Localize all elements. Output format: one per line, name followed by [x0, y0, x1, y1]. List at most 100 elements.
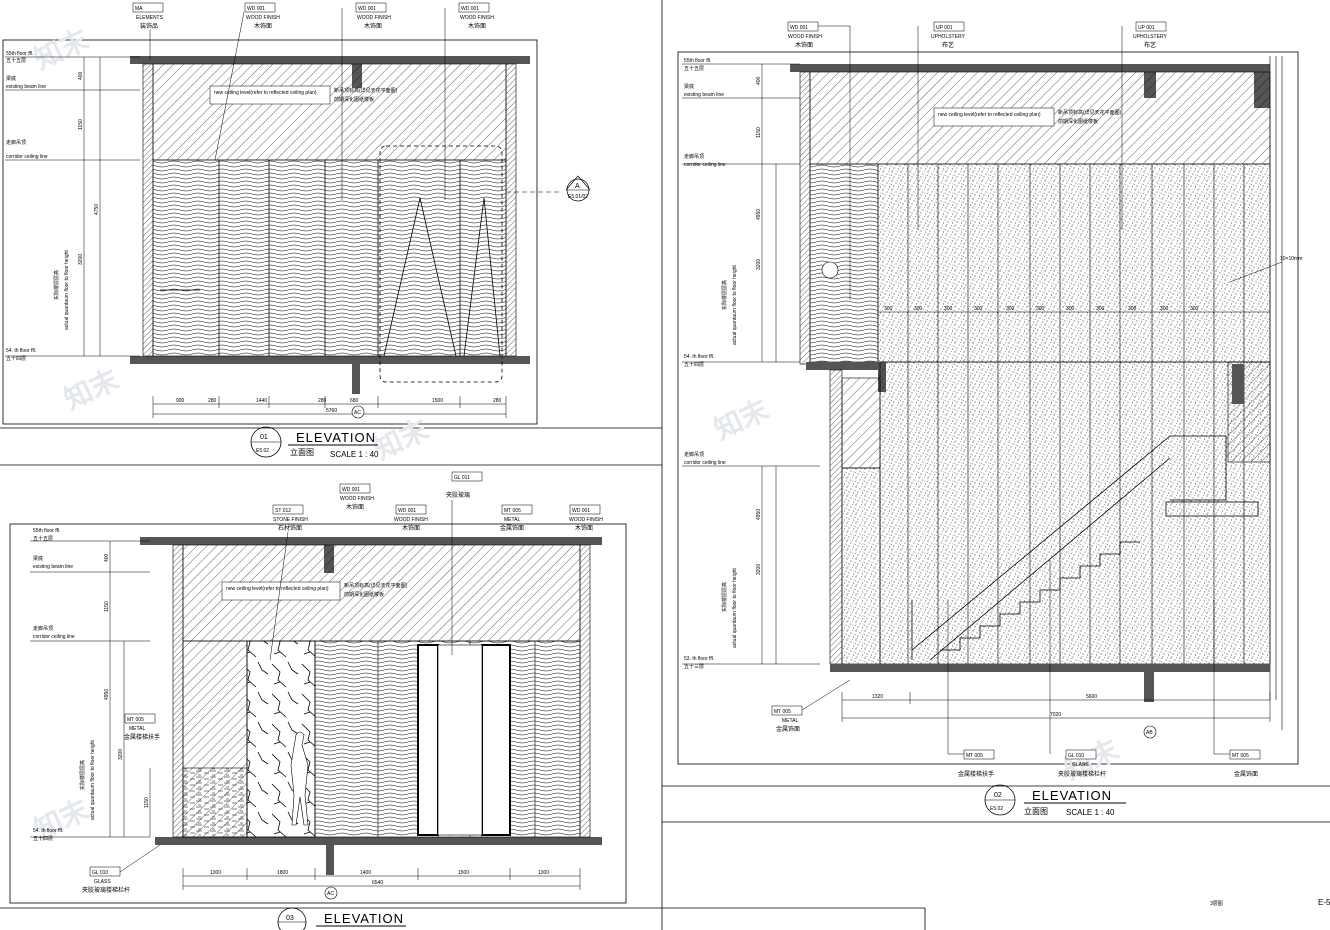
svg-text:布艺: 布艺 — [942, 41, 954, 49]
svg-text:280: 280 — [318, 398, 327, 404]
svg-text:走廊吊顶: 走廊吊顶 — [684, 153, 704, 160]
tag-glass: GL 011 夹胶玻璃 — [446, 471, 483, 655]
svg-text:前期深化图纸楼板: 前期深化图纸楼板 — [1058, 118, 1098, 125]
svg-text:五十三层: 五十三层 — [684, 663, 704, 670]
svg-text:1150: 1150 — [756, 127, 762, 138]
svg-text:ELEVATION: ELEVATION — [296, 430, 376, 445]
svg-text:MA: MA — [135, 6, 143, 12]
svg-text:1320: 1320 — [872, 694, 883, 700]
svg-text:corridor ceiling line: corridor ceiling line — [684, 460, 726, 466]
svg-text:1300: 1300 — [538, 870, 549, 876]
svg-text:WD 001: WD 001 — [358, 6, 376, 12]
svg-text:4950: 4950 — [104, 689, 110, 700]
svg-text:WOOD FINISH: WOOD FINISH — [246, 15, 280, 21]
svg-text:木饰面: 木饰面 — [346, 503, 364, 511]
svg-text:actual quantaum floor to floor: actual quantaum floor to floor height — [732, 568, 738, 648]
svg-text:1150: 1150 — [144, 797, 150, 808]
level-labels-01: 55th floor ffl. 五十五层 梁底 existing beam li… — [5, 51, 140, 362]
svg-text:900: 900 — [176, 398, 185, 404]
svg-text:UP 001: UP 001 — [936, 25, 953, 31]
svg-text:金属饰面: 金属饰面 — [1234, 770, 1258, 778]
svg-text:54. th floor ffl.: 54. th floor ffl. — [684, 354, 714, 360]
svg-text:WOOD FINISH: WOOD FINISH — [394, 517, 428, 523]
svg-text:走廊吊顶: 走廊吊顶 — [6, 139, 26, 146]
svg-text:4950: 4950 — [756, 209, 762, 220]
tag-wood-02: WD 001 WOOD FINISH 木饰面 — [787, 21, 851, 300]
level-labels-02: 55th floor ffl. 五十五层 梁底 existing beam li… — [682, 58, 820, 670]
svg-text:木饰面: 木饰面 — [575, 524, 593, 532]
svg-text:1500: 1500 — [458, 870, 469, 876]
svg-text:五十五层: 五十五层 — [33, 535, 53, 542]
svg-text:ELEVATION: ELEVATION — [324, 911, 404, 926]
svg-text:金属楼梯扶手: 金属楼梯扶手 — [124, 733, 160, 741]
tag-metal-handrail-02: MT 005 金属楼梯扶手 — [947, 600, 995, 778]
svg-text:MT 005: MT 005 — [774, 709, 791, 715]
svg-text:WOOD FINISH: WOOD FINISH — [788, 34, 822, 40]
svg-text:400: 400 — [78, 71, 84, 80]
svg-text:10×10mm: 10×10mm — [1280, 256, 1302, 262]
tag-metal-03: MT 005 METAL 金属饰面 — [500, 504, 533, 532]
svg-text:03: 03 — [286, 915, 294, 922]
svg-text:5760: 5760 — [326, 408, 337, 414]
svg-text:木饰面: 木饰面 — [254, 22, 272, 30]
svg-text:五十四层: 五十四层 — [33, 835, 53, 842]
svg-text:MT 005: MT 005 — [1232, 753, 1249, 759]
svg-text:AC: AC — [327, 891, 334, 897]
svg-text:400: 400 — [756, 76, 762, 85]
svg-text:01: 01 — [260, 434, 268, 441]
svg-text:ELEMENTS: ELEMENTS — [136, 15, 164, 21]
svg-text:走廊吊顶: 走廊吊顶 — [684, 451, 704, 458]
svg-text:WD 001: WD 001 — [398, 508, 416, 514]
elevation-02-title: 02 E5.02 ELEVATION 立面图 SCALE 1 : 40 — [984, 784, 1126, 817]
section-marker-a[interactable]: A E5.01/02 — [506, 175, 591, 202]
svg-text:300: 300 — [1036, 306, 1045, 312]
svg-text:300: 300 — [1066, 306, 1075, 312]
svg-text:E5.02: E5.02 — [990, 806, 1003, 812]
svg-text:existing beam line: existing beam line — [6, 84, 46, 90]
svg-text:五十四层: 五十四层 — [6, 355, 26, 362]
figure-icon — [290, 731, 309, 826]
svg-text:METAL: METAL — [129, 726, 146, 732]
svg-text:夹胶玻璃: 夹胶玻璃 — [446, 491, 470, 499]
ceiling-note-cn: 新吊顶标高(详见天花平面图) — [334, 87, 398, 94]
svg-text:1440: 1440 — [256, 398, 267, 404]
tag-wood-finish-1: WD 001 WOOD FINISH 木饰面 — [214, 2, 280, 161]
svg-text:1400: 1400 — [360, 870, 371, 876]
level-labels-03: 55th floor ffl. 五十五层 梁底 existing beam li… — [30, 528, 150, 842]
svg-text:new ceiling level(refer to ref: new ceiling level(refer to reflected cei… — [226, 586, 329, 592]
svg-text:1500: 1500 — [432, 398, 443, 404]
svg-text:金属饰面: 金属饰面 — [776, 725, 800, 733]
watermark: 知末 — [29, 23, 93, 76]
svg-text:梁底: 梁底 — [684, 83, 694, 90]
tag-metal-handrail-03: MT 005 METAL 金属楼梯扶手 — [124, 713, 160, 741]
svg-text:WOOD FINISH: WOOD FINISH — [357, 15, 391, 21]
svg-text:280: 280 — [208, 398, 217, 404]
svg-text:夹胶玻璃楼梯栏杆: 夹胶玻璃楼梯栏杆 — [1058, 770, 1106, 778]
svg-text:UP 001: UP 001 — [1138, 25, 1155, 31]
svg-text:E5.02: E5.02 — [256, 448, 269, 454]
svg-text:实际楼层层高: 实际楼层层高 — [53, 270, 60, 300]
elevation-01-title: 01 E5.02 ELEVATION 立面图 SCALE 1 : 40 — [250, 426, 379, 459]
tag-stone: ST 012 STONE FINISH 石材饰面 — [269, 504, 308, 661]
svg-text:新吊顶标高(详见天花平面图): 新吊顶标高(详见天花平面图) — [1058, 109, 1122, 116]
axis-marker: AC — [354, 410, 361, 416]
elevation-03-title: 03 ELEVATION — [277, 907, 406, 930]
svg-text:corridor ceiling line: corridor ceiling line — [684, 162, 726, 168]
svg-text:立面图: 立面图 — [290, 447, 314, 457]
wall-lamp-icon — [821, 261, 839, 279]
svg-text:WOOD FINISH: WOOD FINISH — [460, 15, 494, 21]
svg-text:走廊吊顶: 走廊吊顶 — [33, 625, 53, 632]
slab-top — [130, 56, 530, 64]
slab-bottom — [130, 356, 530, 364]
svg-text:木饰面: 木饰面 — [468, 22, 486, 30]
elevation-03: new ceiling level(refer to reflected cei… — [30, 471, 603, 930]
svg-text:ELEVATION: ELEVATION — [1032, 788, 1112, 803]
svg-text:装饰品: 装饰品 — [140, 22, 158, 30]
svg-text:WD 001: WD 001 — [461, 6, 479, 12]
svg-text:1300: 1300 — [210, 870, 221, 876]
svg-text:300: 300 — [974, 306, 983, 312]
svg-text:53. th floor ffl.: 53. th floor ffl. — [684, 656, 714, 662]
svg-text:木饰面: 木饰面 — [795, 41, 813, 49]
svg-text:GLASS: GLASS — [94, 879, 111, 885]
